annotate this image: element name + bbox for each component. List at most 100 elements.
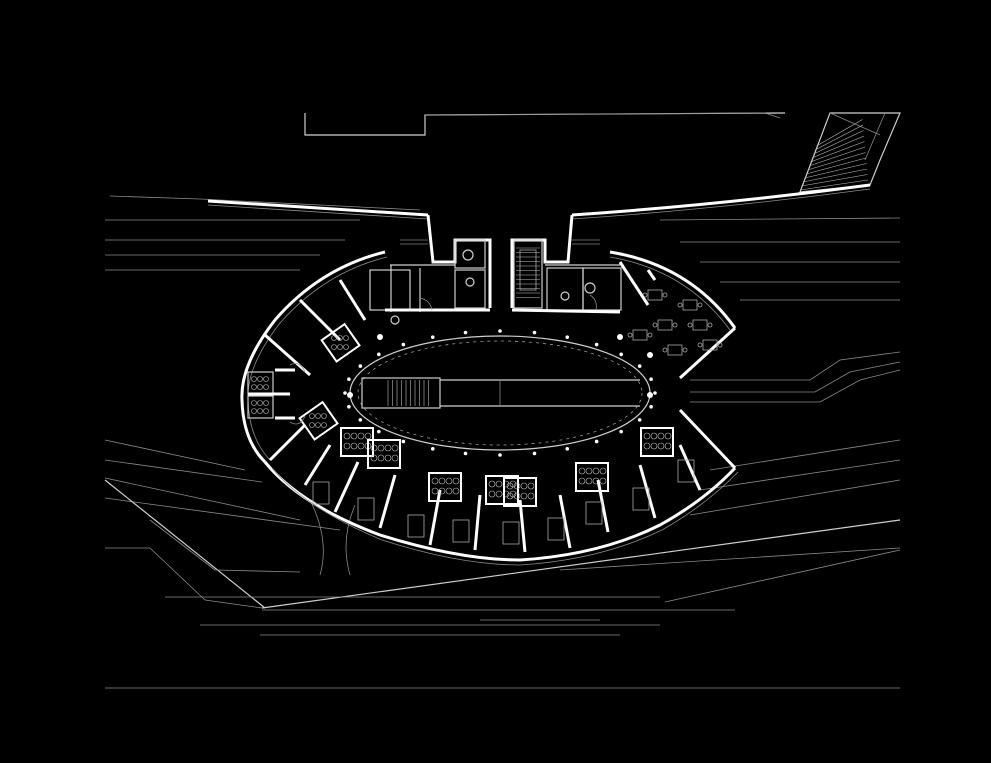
- partition-wall: [473, 494, 482, 551]
- pod-fixture: [251, 408, 257, 414]
- chair: [662, 347, 668, 353]
- column: [358, 364, 363, 368]
- table: [682, 299, 698, 311]
- partition-wall: [338, 279, 367, 321]
- column: [653, 391, 657, 395]
- table: [647, 289, 663, 301]
- building-outline: [240, 250, 739, 566]
- chair: [627, 332, 633, 338]
- chair: [672, 322, 678, 328]
- table: [657, 319, 673, 331]
- stair-tread: [807, 152, 866, 171]
- bed: [312, 481, 330, 505]
- pod-fixture: [257, 384, 263, 390]
- column: [347, 377, 351, 382]
- stair-tread: [811, 135, 865, 159]
- stair-tread: [814, 124, 864, 151]
- bath-pod: [485, 475, 519, 505]
- partition-wall: [618, 261, 650, 306]
- partition-wall: [268, 423, 307, 462]
- stair-tread: [813, 130, 864, 155]
- column: [565, 335, 570, 339]
- bath-pod: [340, 427, 374, 457]
- column: [498, 453, 502, 457]
- column: [377, 352, 381, 357]
- column: [401, 439, 406, 444]
- pod-fixture: [251, 400, 257, 406]
- column: [565, 447, 570, 451]
- column: [377, 429, 381, 434]
- column: [647, 352, 653, 358]
- chair: [652, 322, 658, 328]
- column: [649, 377, 653, 382]
- column: [594, 342, 599, 347]
- column: [463, 451, 468, 456]
- pod-fixture: [257, 400, 263, 406]
- end-rooms-left: [247, 363, 306, 425]
- bath-pods-left: [251, 376, 269, 414]
- bed: [452, 519, 470, 543]
- stair-tread: [816, 119, 863, 147]
- stair-tread: [810, 141, 865, 163]
- column: [532, 451, 537, 456]
- bed: [677, 459, 695, 483]
- partition-wall: [596, 479, 610, 533]
- chair: [662, 292, 668, 298]
- bed: [407, 514, 425, 538]
- bath-pod: [298, 400, 339, 441]
- partition-wall: [558, 494, 572, 549]
- chair: [697, 342, 703, 348]
- table: [667, 344, 683, 356]
- bed: [632, 487, 650, 511]
- partition-wall: [333, 461, 360, 513]
- stair-tread: [805, 157, 867, 175]
- partition-wall: [678, 444, 702, 491]
- pod-fixture: [263, 400, 269, 406]
- column: [649, 404, 653, 409]
- bed: [502, 521, 520, 545]
- chair: [707, 322, 713, 328]
- column: [532, 330, 537, 335]
- bath-pod: [428, 472, 462, 502]
- column: [358, 418, 363, 422]
- column: [401, 342, 406, 347]
- partition-wall: [303, 444, 332, 486]
- atrium-stair-treads: [387, 380, 429, 406]
- column: [377, 334, 383, 340]
- column: [343, 391, 347, 395]
- canopy: [207, 183, 871, 220]
- bed: [585, 501, 603, 525]
- column: [647, 392, 653, 398]
- partition-wall: [646, 269, 657, 281]
- chair: [682, 347, 688, 353]
- dining-furniture: [618, 261, 723, 356]
- column: [430, 335, 435, 339]
- core-stair-treads: [516, 247, 540, 298]
- chair: [687, 322, 693, 328]
- partition-wall: [298, 298, 342, 342]
- site-context-lines: [104, 112, 901, 689]
- stair-tread: [802, 168, 868, 183]
- column: [617, 334, 623, 340]
- column: [347, 404, 351, 409]
- pod-fixture: [251, 376, 257, 382]
- column: [463, 330, 468, 335]
- table: [632, 329, 648, 341]
- partition-wall: [264, 333, 311, 377]
- core-block: [369, 214, 622, 325]
- stair-tread: [801, 174, 868, 187]
- table: [692, 319, 708, 331]
- chair: [677, 302, 683, 308]
- bed: [357, 497, 375, 521]
- bath-pod: [320, 322, 361, 363]
- external-stair-top-right: [799, 112, 901, 193]
- column: [637, 364, 642, 368]
- chair: [647, 332, 653, 338]
- partition-wall: [378, 474, 397, 529]
- column: [619, 429, 623, 434]
- stair-treads: [799, 119, 869, 191]
- atrium: [349, 335, 651, 451]
- bath-pod: [640, 427, 674, 457]
- column: [619, 352, 623, 357]
